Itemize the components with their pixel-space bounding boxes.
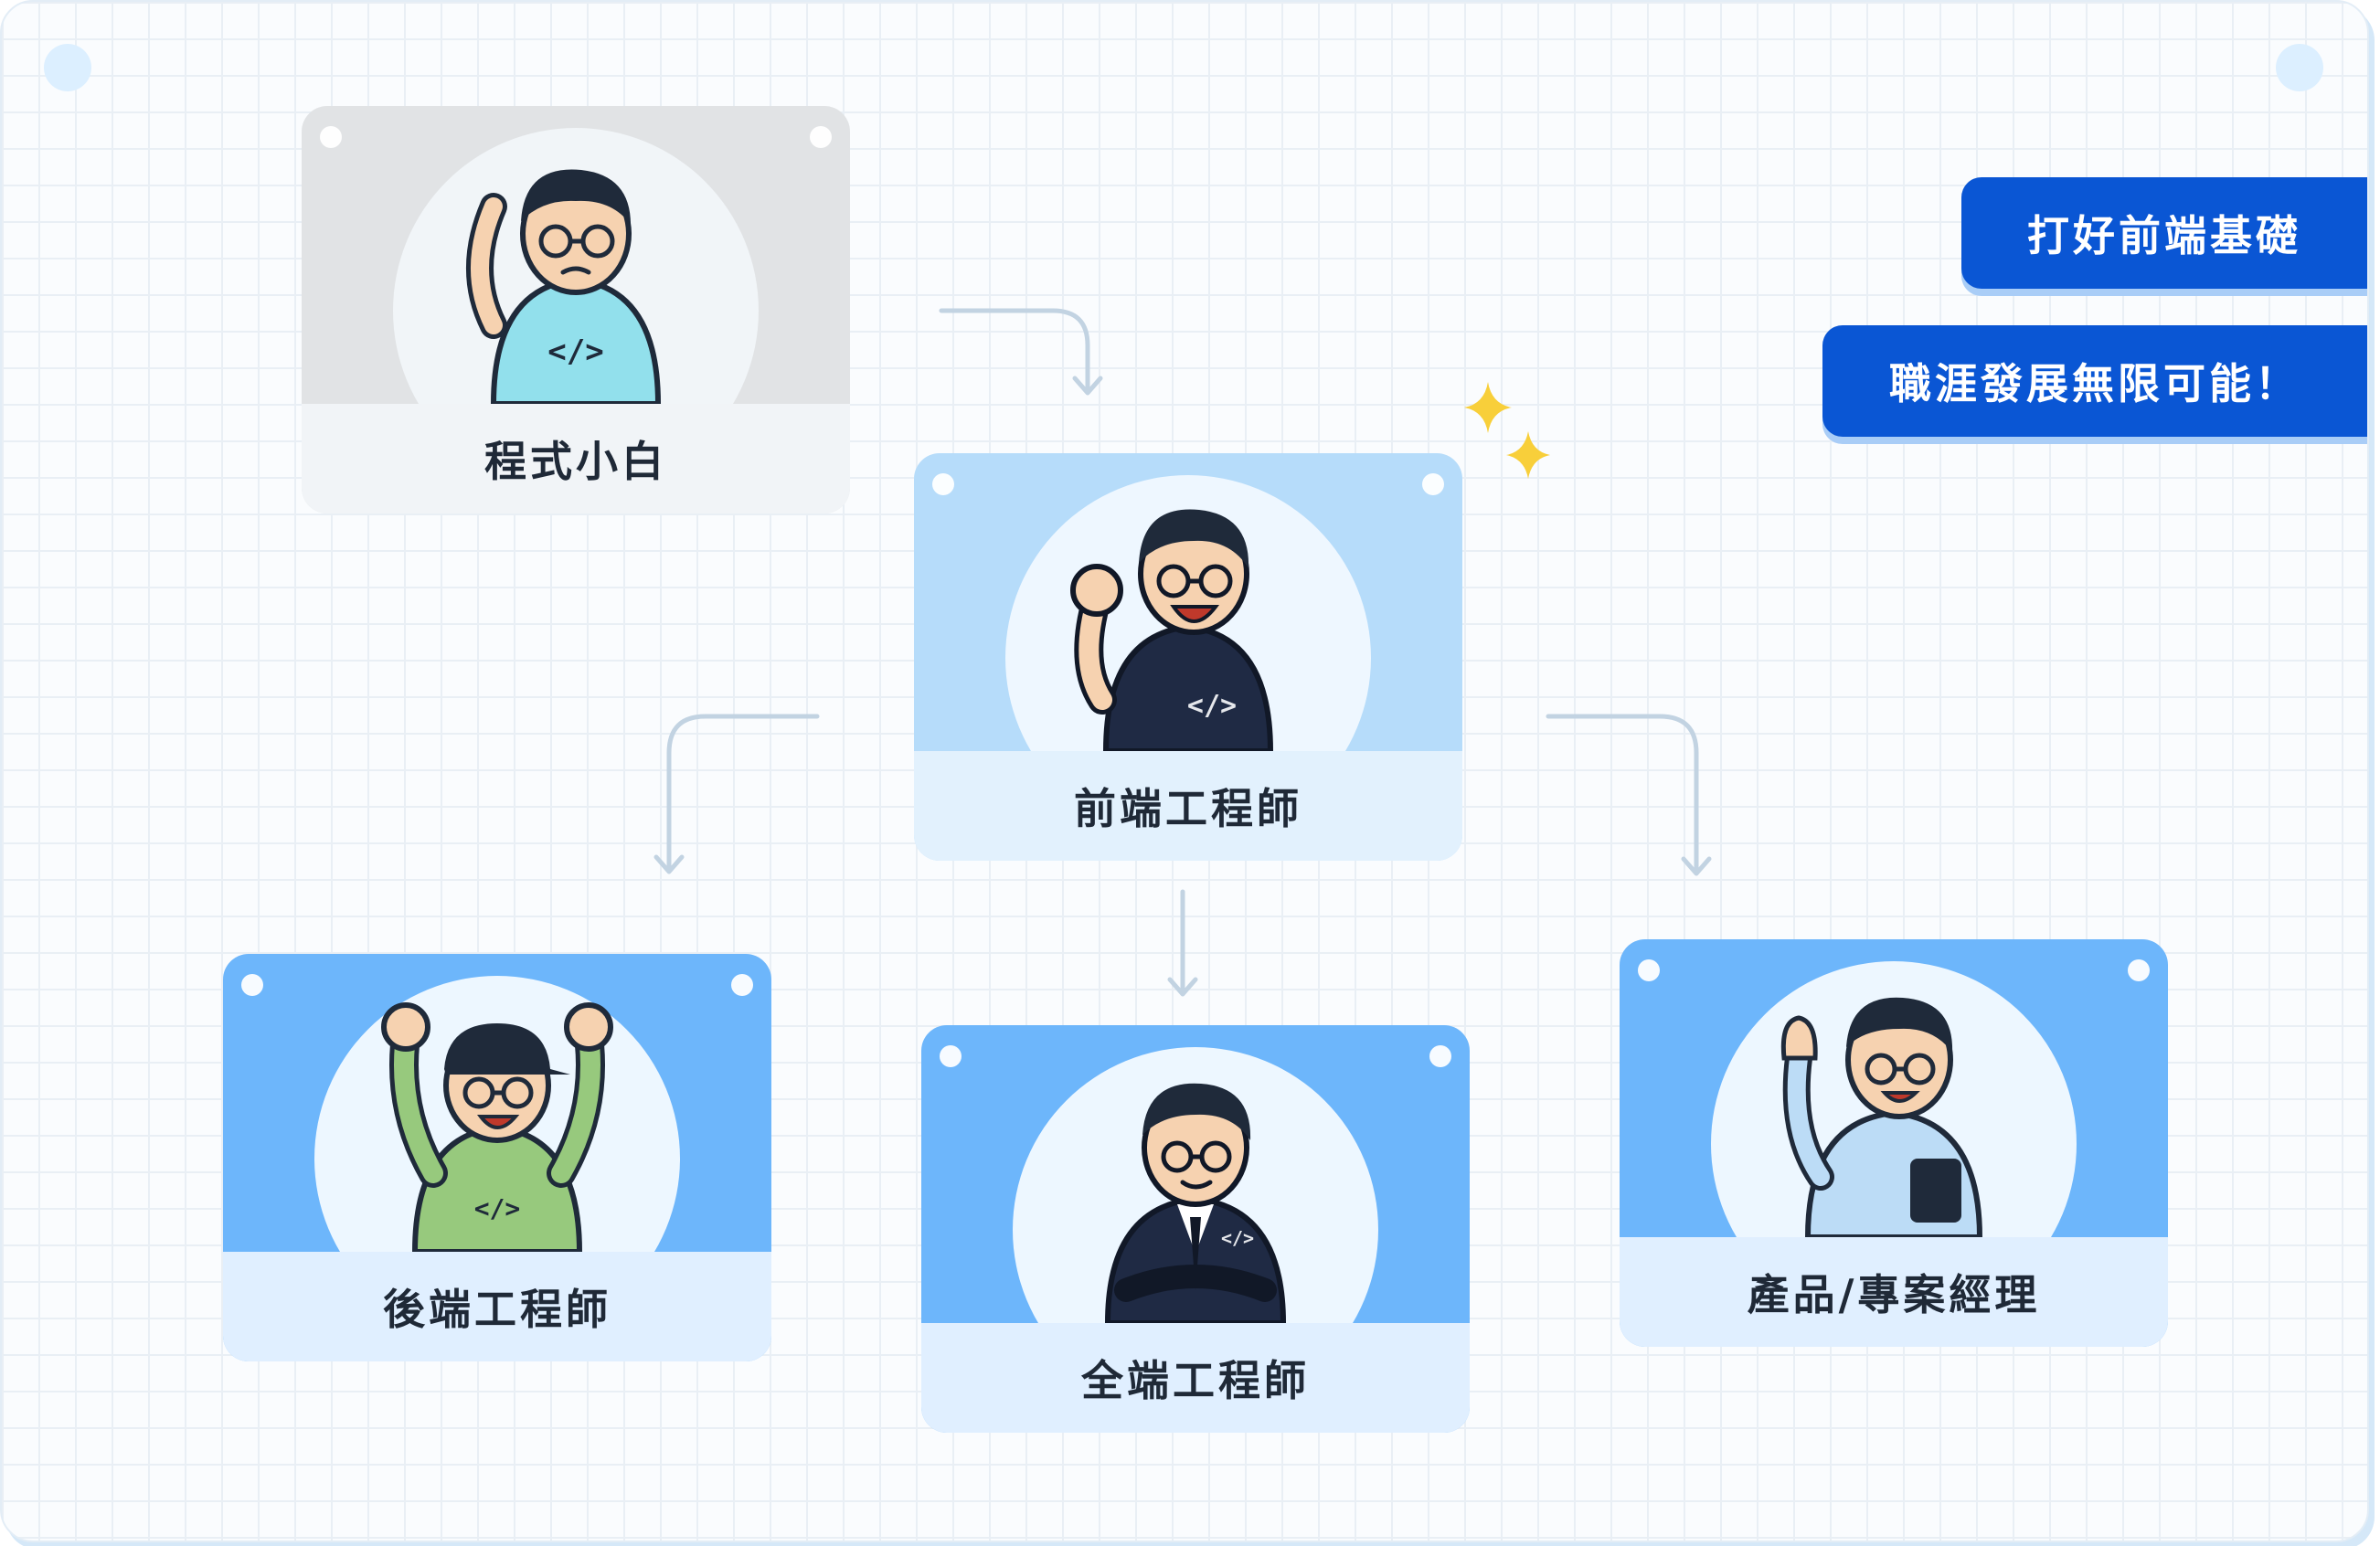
suited-fullstack-engineer-avatar: </>: [1104, 1083, 1287, 1323]
code-icon: </>: [1221, 1227, 1254, 1249]
arrow-down-icon: [1167, 977, 1198, 997]
corner-dot-right: [2276, 44, 2323, 91]
pin: [241, 974, 263, 996]
node-label: 全端工程師: [921, 1323, 1470, 1433]
confused-student-avatar: </>: [466, 169, 662, 404]
arrow-down-icon: [653, 854, 685, 874]
code-icon: </>: [474, 1193, 521, 1223]
pin: [731, 974, 753, 996]
pin: [932, 473, 954, 495]
node-label: 後端工程師: [223, 1252, 771, 1361]
arrow-frontend-to-backend: [666, 714, 820, 873]
corner-dot-left: [44, 44, 91, 91]
pin: [2128, 959, 2150, 981]
pin: [1429, 1045, 1451, 1067]
waving-product-manager-avatar: [1780, 997, 1983, 1237]
pin: [1422, 473, 1444, 495]
arrow-novice-to-frontend: [939, 308, 1090, 394]
pin: [810, 126, 832, 148]
arrow-down-icon: [1681, 856, 1712, 876]
node-frontend: </> 前端工程師: [914, 453, 1462, 861]
node-label: 前端工程師: [914, 751, 1462, 861]
node-pm: 產品/專案經理: [1620, 939, 2168, 1347]
pin: [1638, 959, 1660, 981]
tag-career: 職涯發展無限可能！: [1822, 325, 2367, 437]
pin: [940, 1045, 962, 1067]
code-icon: </>: [547, 334, 603, 370]
node-label: 程式小白: [302, 404, 850, 514]
happy-frontend-engineer-avatar: </>: [1070, 509, 1274, 751]
pin: [320, 126, 342, 148]
cheering-backend-engineer-avatar: </>: [381, 1002, 613, 1252]
tag-foundation: 打好前端基礎: [1961, 177, 2367, 289]
arrow-frontend-to-pm: [1546, 714, 1699, 874]
arrow-down-icon: [1072, 376, 1103, 396]
node-novice: </> 程式小白: [302, 106, 850, 514]
node-fullstack: </> 全端工程師: [921, 1025, 1470, 1433]
node-backend: </> 後端工程師: [223, 954, 771, 1361]
sparkle-icon: [1464, 382, 1550, 479]
node-label: 產品/專案經理: [1620, 1237, 2168, 1347]
code-icon: </>: [1187, 690, 1237, 722]
